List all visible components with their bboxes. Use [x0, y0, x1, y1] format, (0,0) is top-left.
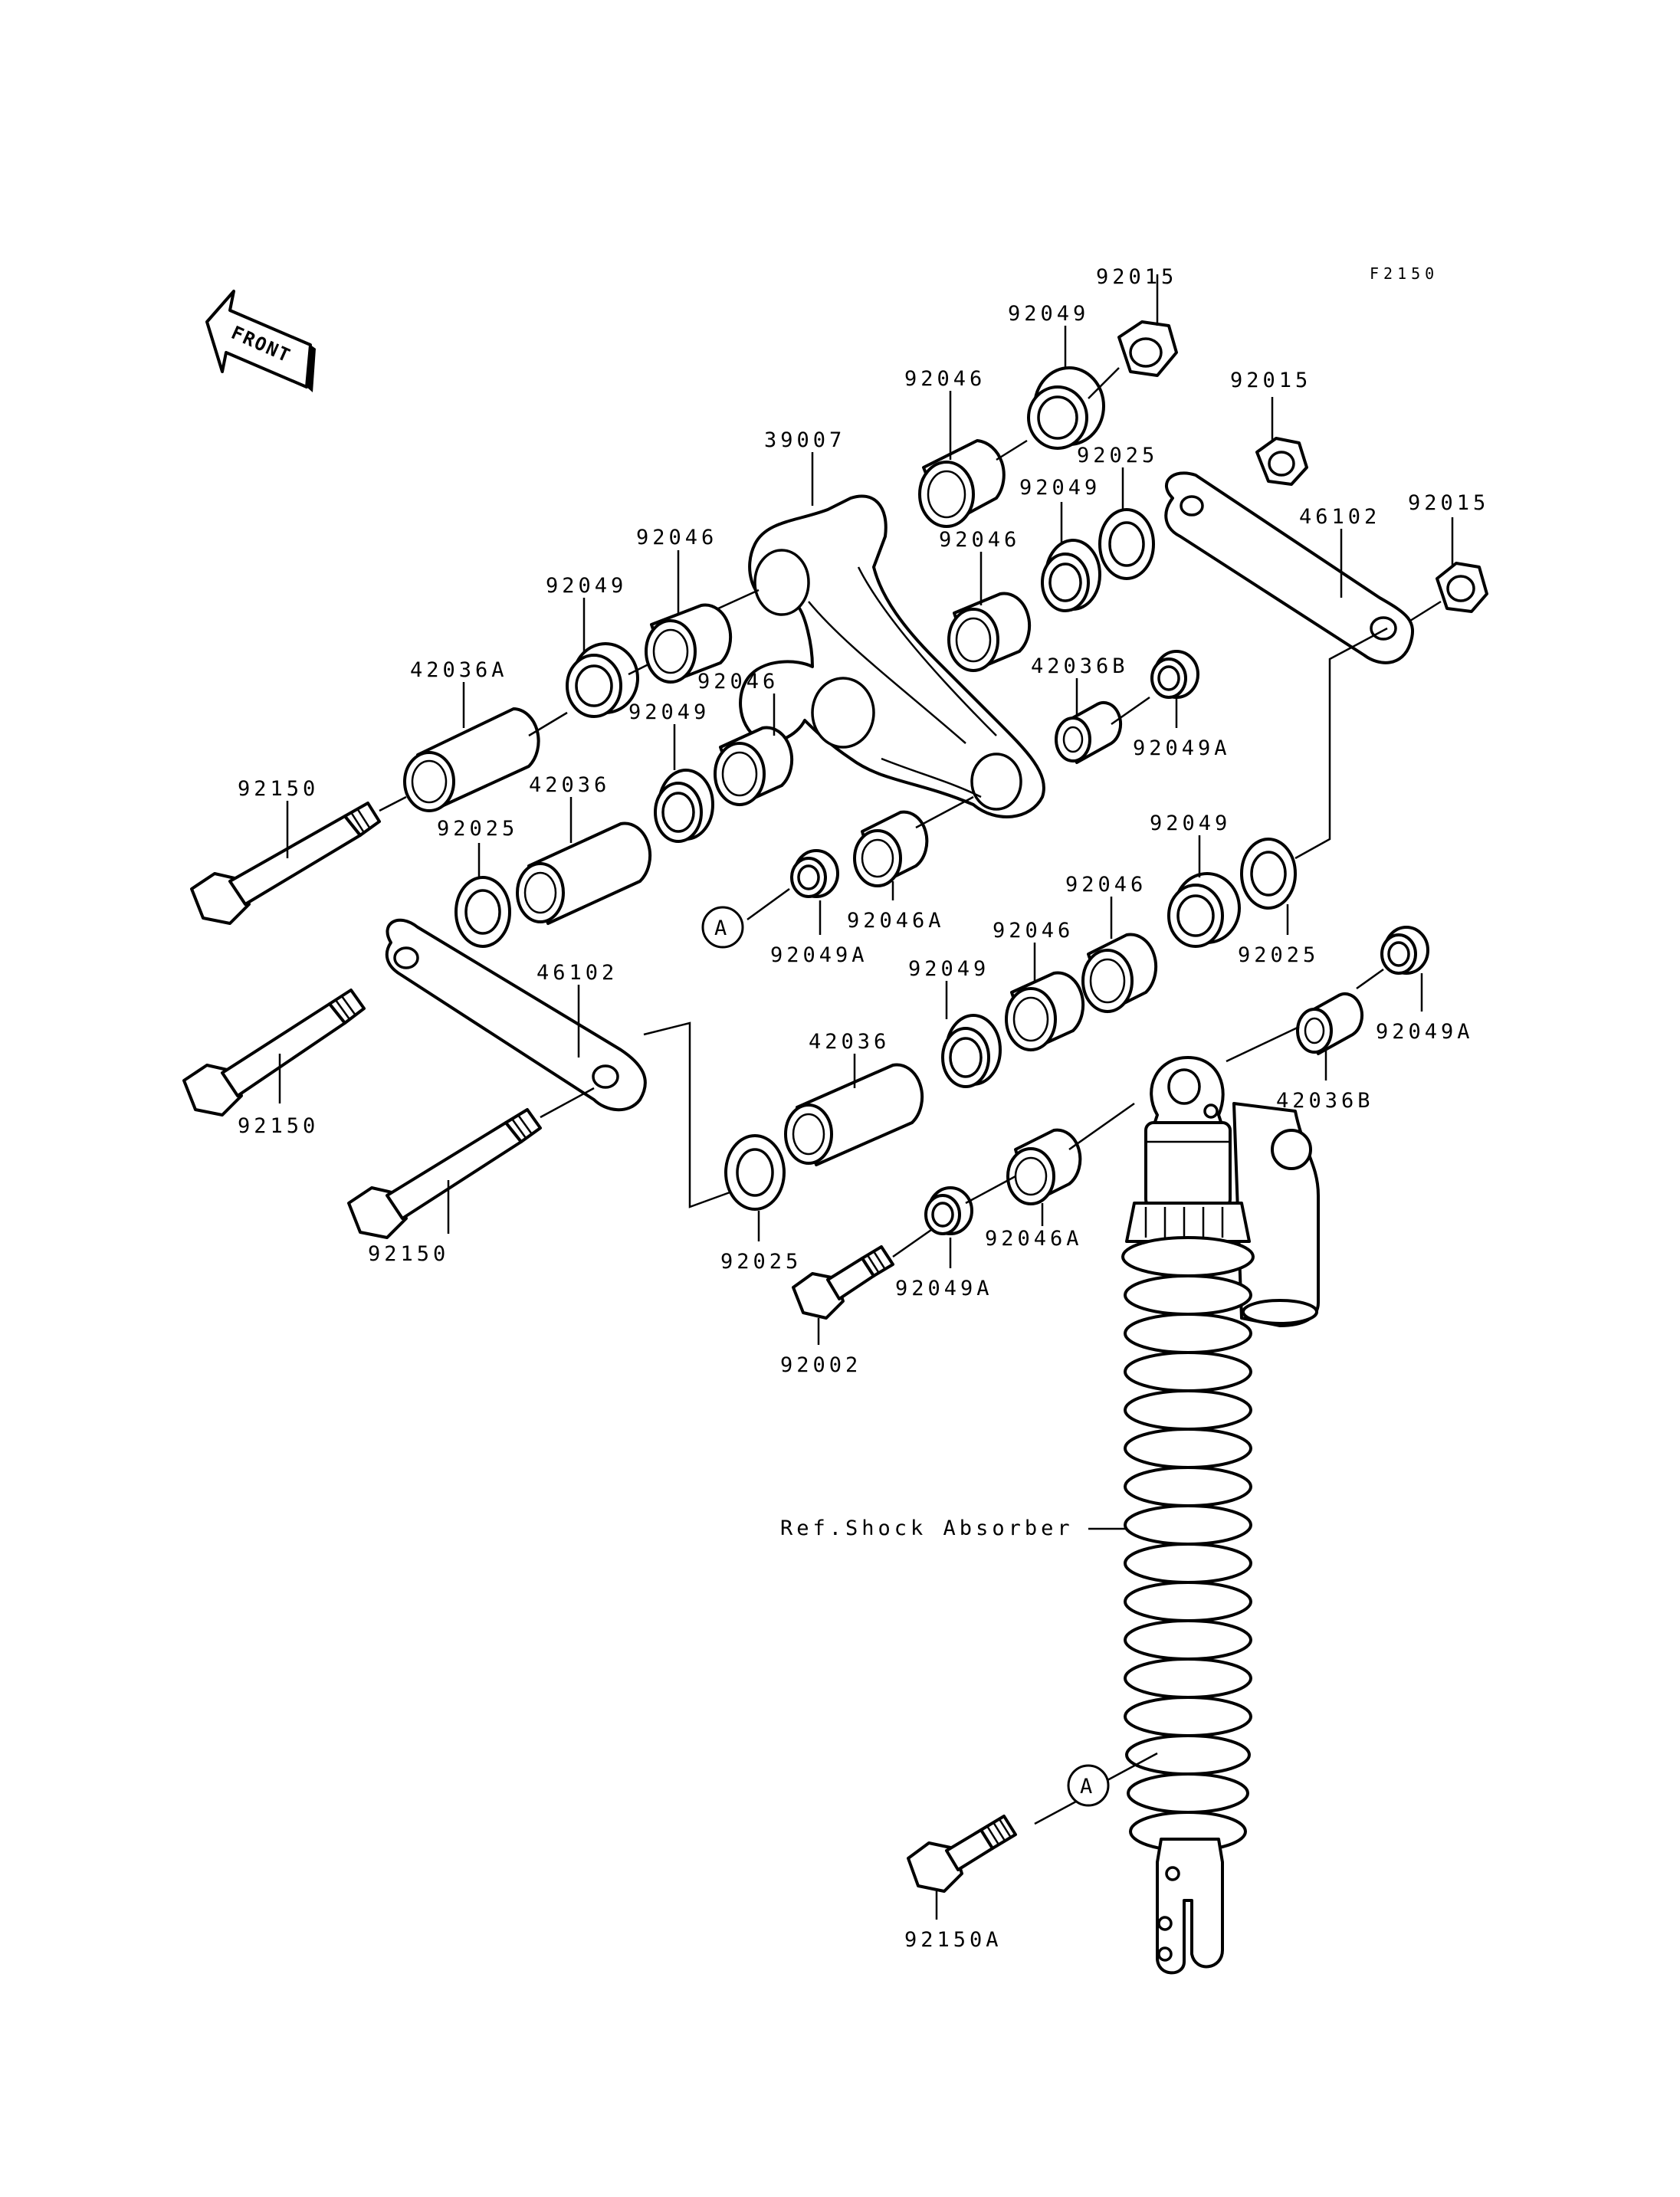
- ref-shock-absorber-label: Ref.Shock Absorber: [780, 1517, 1074, 1540]
- label-46102-left: 46102: [536, 961, 618, 985]
- circle-a-label-lower: A: [1080, 1775, 1092, 1799]
- bushing-92049-lower: [941, 981, 1002, 1088]
- circle-a-label: A: [714, 917, 727, 940]
- label-42036A: 42036A: [410, 658, 508, 682]
- label-92015-top: 92015: [1096, 265, 1177, 289]
- bushing-92049A-mid: [746, 849, 839, 935]
- bearing-92046A-low: [1006, 1102, 1135, 1226]
- label-92046-upper-mid: 92046: [939, 528, 1020, 552]
- bushing-92049-right: [1167, 835, 1241, 948]
- sleeve-42036A: [403, 682, 568, 812]
- sleeve-42036-upper: [516, 797, 652, 925]
- bearing-92046-lower-right: [1081, 897, 1158, 1013]
- label-92049A-right: 92049A: [1376, 1020, 1474, 1044]
- bearing-92046-upper-mid: [947, 552, 1032, 672]
- bushing-92049-center: [654, 724, 714, 843]
- rocker-arm-39007: [716, 452, 1045, 818]
- bearing-92046-top: [918, 391, 1028, 528]
- bearing-92046A-top: [853, 795, 974, 900]
- label-92049-right: 92049: [1150, 812, 1231, 835]
- bushing-92049A-right: [1356, 926, 1429, 1012]
- bearing-92046-left-top: [645, 550, 733, 684]
- washer-92025-right: [1240, 627, 1388, 935]
- label-92025-top: 92025: [1077, 444, 1158, 467]
- shock-absorber: [1121, 1056, 1320, 1975]
- sleeve-42036-lower: [784, 1054, 924, 1166]
- label-92049-lower: 92049: [908, 957, 989, 981]
- label-46102-right: 46102: [1299, 505, 1380, 529]
- label-92046-center: 92046: [697, 670, 779, 694]
- bearing-92046-lower-center: [1005, 943, 1085, 1051]
- label-92150-low: 92150: [368, 1242, 449, 1266]
- bushing-92049-left: [566, 598, 660, 718]
- label-92025-left: 92025: [437, 817, 518, 841]
- label-92046A-top: 92046A: [847, 909, 945, 933]
- sleeve-42036B-top: [1055, 678, 1150, 764]
- bushing-92049-mid: [1041, 502, 1101, 612]
- washer-92025-left: [454, 843, 511, 948]
- label-92015-right: 92015: [1408, 491, 1489, 515]
- label-42036-lower: 42036: [809, 1030, 890, 1054]
- sleeve-42036B-lower: [1226, 992, 1364, 1080]
- label-92049-mid: 92049: [1019, 476, 1101, 500]
- nut-92015-top: [1117, 274, 1178, 377]
- bolt-92150-low: [347, 1087, 595, 1239]
- label-42036-upper: 42036: [529, 773, 610, 797]
- label-92049-center: 92049: [628, 700, 710, 724]
- label-92049A-mid: 92049A: [770, 943, 868, 967]
- label-92049A-low: 92049A: [895, 1277, 993, 1300]
- label-92046-lower-right: 92046: [1065, 873, 1147, 897]
- label-92046-top: 92046: [904, 367, 986, 391]
- washer-92025-low: [724, 1134, 786, 1241]
- reference-circle-a-lower: A: [1034, 1752, 1158, 1825]
- link-plate-46102-right: [1164, 471, 1442, 664]
- label-92150-middle: 92150: [238, 1114, 319, 1138]
- nut-92015-mid: [1255, 397, 1308, 486]
- front-arrow-icon: FRONT: [205, 290, 316, 392]
- bolt-92150-top: [190, 795, 407, 925]
- label-42036B-lower: 42036B: [1276, 1089, 1374, 1113]
- label-92025-right: 92025: [1238, 943, 1319, 967]
- bushing-92049A-top: [1150, 650, 1199, 728]
- nut-92015-right: [1436, 517, 1488, 613]
- bolt-92150A: [907, 1815, 1017, 1920]
- figure-id: F2150: [1370, 264, 1439, 283]
- bolt-92150-middle: [182, 989, 366, 1117]
- label-92049A-top: 92049A: [1133, 736, 1231, 760]
- reference-circle-a-upper: A: [701, 906, 744, 949]
- washer-92025-top: [1098, 467, 1155, 580]
- label-92046A-low: 92046A: [985, 1227, 1083, 1251]
- bushing-92049A-low: [924, 1175, 1016, 1268]
- bolt-92002: [792, 1228, 932, 1345]
- label-92150A: 92150A: [904, 1928, 1002, 1952]
- bushing-92049-top: [1027, 326, 1120, 450]
- label-92046-left-top: 92046: [636, 526, 717, 549]
- label-92150-top: 92150: [238, 777, 319, 801]
- label-92049-left: 92049: [546, 574, 627, 598]
- label-42036B-top: 42036B: [1031, 654, 1129, 678]
- link-plate-46102-left: [385, 918, 733, 1208]
- label-92046-lower-center: 92046: [993, 919, 1074, 943]
- label-92015-mid: 92015: [1230, 369, 1311, 392]
- label-92025-low: 92025: [720, 1250, 802, 1274]
- label-92049-top: 92049: [1008, 302, 1089, 326]
- label-39007: 39007: [764, 428, 845, 452]
- bearing-92046-center: [714, 694, 794, 806]
- label-92002: 92002: [780, 1353, 861, 1377]
